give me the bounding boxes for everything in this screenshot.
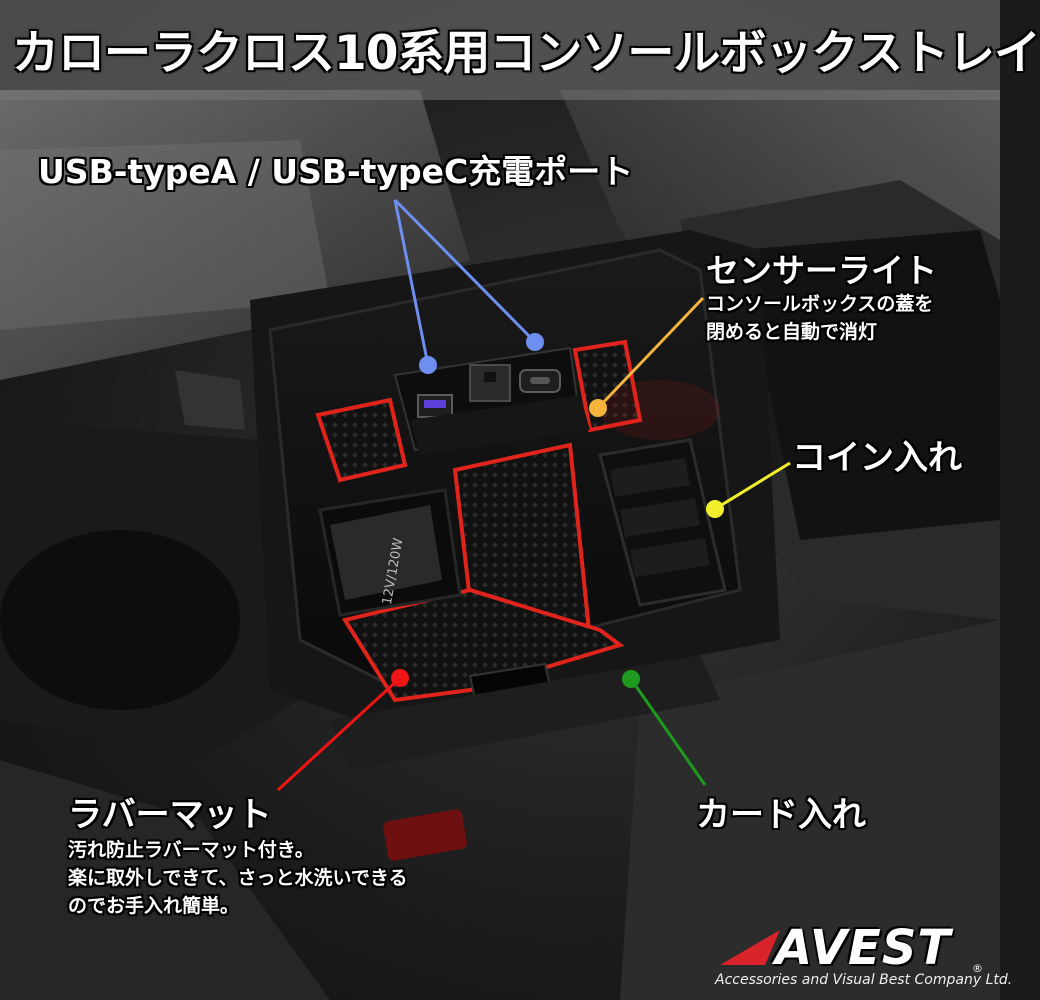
rubber-callout-line [276, 669, 409, 792]
registered-mark: ® [972, 962, 983, 975]
rubber-mat-label: ラバーマット [68, 795, 272, 835]
socket-cover [330, 505, 442, 600]
sensor-window [484, 372, 496, 382]
sensor-callout-line [589, 296, 705, 417]
rubber-mat-desc-2: 楽に取外しできて、さっと水洗いできる [68, 867, 408, 889]
brand-tagline: Accessories and Visual Best Company Ltd. [715, 972, 1013, 988]
logo-swoosh [720, 930, 780, 965]
red-glow [600, 380, 720, 440]
cup-holder [0, 530, 240, 710]
coin-slot-2 [620, 498, 700, 537]
rear-reflector [383, 809, 467, 861]
console-trim [175, 370, 245, 430]
sensor-module [469, 364, 511, 402]
console-lid [740, 230, 1000, 540]
page-title: カローラクロス10系用コンソールボックストレイ [12, 26, 1040, 81]
usb-module-front [410, 395, 590, 455]
rubber-mat-desc-3: のでお手入れ簡単。 [68, 895, 240, 917]
coin-holder-label: コイン入れ [792, 438, 962, 478]
sensor-light-desc-2: 閉めると自動で消灯 [706, 321, 878, 343]
console-front [330, 655, 720, 770]
console-photo [0, 90, 1000, 1000]
seat-cushion-left [0, 760, 330, 1000]
title-bar: カローラクロス10系用コンソールボックストレイ [0, 0, 1040, 100]
coin-slot-3 [630, 538, 710, 577]
sensor-light-desc-1: コンソールボックスの蓋を [706, 293, 934, 315]
coin-callout-line [706, 461, 791, 518]
mat-upper-left [315, 397, 408, 483]
rubber-mat-desc-1: 汚れ防止ラバーマット付き。 [68, 839, 314, 861]
usb-a-tongue [424, 400, 446, 408]
card-callout-line [622, 670, 707, 786]
seat-cushion-right [620, 620, 1000, 1000]
brand-logo: AVEST [775, 920, 952, 976]
card-holder-label: カード入れ [696, 795, 866, 835]
left-seat-stitching [0, 140, 330, 330]
mat-bottom [341, 587, 625, 703]
coin-slot-1 [610, 458, 690, 497]
left-seat [0, 90, 470, 380]
usb-port-label: USB-typeA / USB-typeC充電ポート [38, 152, 634, 191]
usb-callout-lines [393, 198, 544, 374]
usb-c-tongue [530, 377, 550, 384]
sensor-light-label: センサーライト [706, 251, 937, 290]
